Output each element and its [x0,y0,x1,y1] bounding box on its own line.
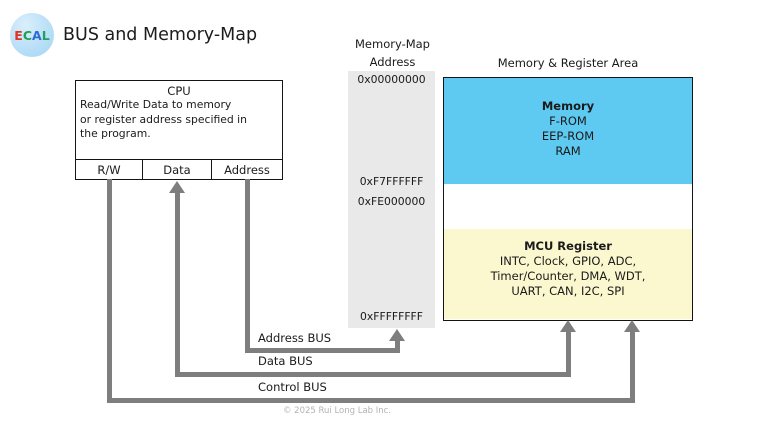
control-bus-line-horizontal [107,398,635,403]
address-bus-line-stem [395,341,400,348]
data-bus-label: Data BUS [258,354,313,368]
cpu-port-data: Data [143,160,212,179]
mcu-register-title: MCU Register [524,239,612,253]
cpu-description-line: the program. [80,127,151,140]
cpu-port-row: R/W Data Address [76,159,282,179]
address-bus-label: Address BUS [258,331,332,345]
logo-letter: C [22,27,33,43]
data-bus-line-vertical-right [566,331,571,372]
memory-map-address: 0xF7FFFFFF [359,175,424,188]
logo-letter: A [32,27,42,43]
address-bus-line-horizontal [245,348,400,353]
memory-item: RAM [555,144,581,158]
cpu-port-address: Address [224,162,270,177]
memory-section-title: Memory [541,99,595,113]
mcu-register-line: UART, CAN, I2C, SPI [511,284,625,298]
memory-map-address: 0xFE000000 [357,195,426,208]
address-bus-line-vertical [245,179,250,353]
memory-register-area-box: Memory F-ROM EEP-ROM RAM MCU Register IN… [443,77,693,321]
control-bus-label: Control BUS [258,380,327,394]
copyright-text: © 2025 Rui Long Lab Inc. [282,406,392,416]
mcu-register-line: INTC, Clock, GPIO, ADC, [499,254,637,268]
memory-map-heading-line1: Memory-Map [355,37,430,51]
control-bus-line-vertical-left [107,179,112,403]
memory-map-address: 0x00000000 [357,73,426,86]
logo-letter: L [41,27,50,43]
page-title: BUS and Memory-Map [63,25,258,45]
memory-item: EEP-ROM [541,129,595,143]
memory-section: Memory F-ROM EEP-ROM RAM [444,78,692,184]
logo-letter: E [14,27,23,43]
memory-map-address: 0xFFFFFFFF [360,310,423,323]
control-bus-arrow-icon [624,320,640,332]
memory-map-heading-line2: Address [369,55,416,69]
memory-register-area-heading: Memory & Register Area [497,56,639,70]
memory-map-heading: Memory-Map Address [330,35,455,71]
control-bus-line-vertical-right [630,331,635,398]
data-bus-line-horizontal [175,372,571,377]
address-bus-arrow-icon [389,329,405,341]
data-bus-arrow-icon [560,320,576,332]
mcu-register-section: MCU Register INTC, Clock, GPIO, ADC, Tim… [444,229,692,319]
unmapped-gap-section [444,184,692,229]
memory-map-column: 0x00000000 0xF7FFFFFF 0xFE000000 0xFFFFF… [348,71,435,328]
cpu-block: CPU Read/Write Data to memory or registe… [75,80,283,180]
data-bus-line-vertical-left [175,192,180,377]
cpu-description-line: Read/Write Data to memory [80,98,232,111]
cpu-title: CPU [167,84,191,98]
cpu-description-line: or register address specified in [80,112,248,126]
mcu-register-line: Timer/Counter, DMA, WDT, [490,269,646,283]
cpu-port-rw: R/W [76,160,143,179]
memory-item: F-ROM [549,114,587,128]
data-bus-arrow-to-cpu-icon [169,181,185,193]
